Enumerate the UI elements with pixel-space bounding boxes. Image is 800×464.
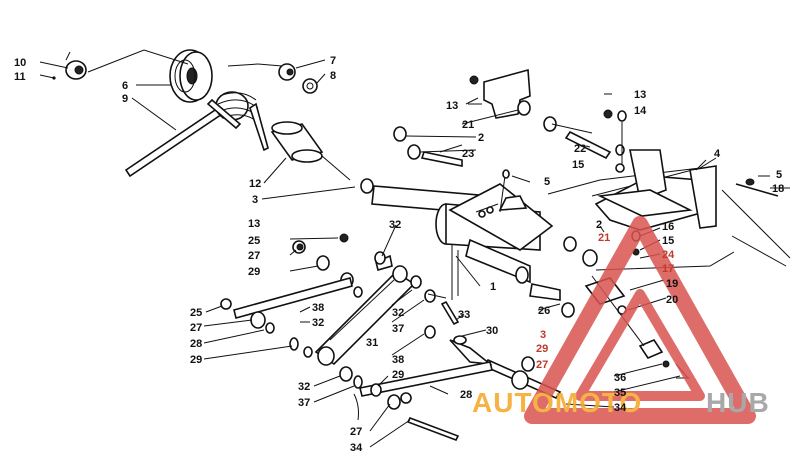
callout-labels: 10 11 6 9 7 8 12 3 13 21 2 23 13 14 22 1… (14, 55, 784, 454)
callout-37: 37 (392, 323, 404, 335)
callout-2-right: 2 (596, 219, 602, 231)
callout-36: 36 (614, 372, 626, 384)
callout-13: 13 (446, 100, 458, 112)
callout-34-right: 34 (614, 402, 627, 414)
callout-5: 5 (544, 176, 550, 188)
callout-25: 25 (248, 235, 260, 247)
callout-12: 12 (249, 178, 261, 190)
callout-25-left: 25 (190, 307, 202, 319)
callout-26: 26 (538, 305, 550, 317)
callout-11: 11 (14, 71, 26, 83)
callout-19: 19 (666, 278, 678, 290)
callout-22: 22 (574, 143, 586, 155)
callout-3-right: 3 (540, 329, 546, 341)
upper-bracket (393, 68, 625, 167)
callout-29-left: 29 (190, 354, 202, 366)
callout-23: 23 (462, 148, 474, 160)
callout-28: 28 (190, 338, 202, 350)
callout-38-center: 38 (392, 354, 404, 366)
callout-27: 27 (248, 250, 260, 262)
torsion-spring (206, 91, 269, 152)
watermark-text-hub: HUB (706, 387, 770, 418)
callout-27-right: 27 (536, 359, 548, 371)
callout-7: 7 (330, 55, 336, 67)
callout-24: 24 (662, 249, 675, 261)
callout-30: 30 (486, 325, 498, 337)
callout-38: 38 (312, 302, 324, 314)
callout-35: 35 (614, 387, 626, 399)
callout-31: 31 (366, 337, 378, 349)
callout-20: 20 (666, 294, 678, 306)
callout-28-lower: 28 (460, 389, 472, 401)
callout-5-right: 5 (776, 169, 782, 181)
callout-4: 4 (714, 148, 721, 160)
callout-34: 34 (350, 442, 363, 454)
left-bearing-assembly (39, 49, 356, 200)
shock-link-group (203, 224, 493, 448)
callout-15: 15 (572, 159, 584, 171)
callout-21-right: 21 (598, 232, 610, 244)
callout-32-lower: 32 (298, 381, 310, 393)
callout-6: 6 (122, 80, 128, 92)
callout-15-right: 15 (662, 235, 674, 247)
callout-29-center: 29 (392, 369, 404, 381)
callout-27-left: 27 (190, 322, 202, 334)
watermark: AUTOMOTO HUB (472, 216, 770, 424)
callout-27-lower: 27 (350, 426, 362, 438)
callout-17: 17 (662, 263, 674, 275)
callout-13-right: 13 (634, 89, 646, 101)
callout-37-lower: 37 (298, 397, 310, 409)
callout-18: 18 (772, 183, 784, 195)
callout-10: 10 (14, 57, 26, 69)
watermark-text-automoto: AUTOMOTO (472, 387, 642, 418)
callout-33: 33 (458, 309, 470, 321)
callout-2: 2 (478, 132, 484, 144)
callout-29: 29 (248, 266, 260, 278)
callout-1: 1 (490, 281, 496, 293)
callout-14: 14 (634, 105, 647, 117)
callout-9: 9 (122, 93, 128, 105)
callout-32: 32 (389, 219, 401, 231)
callout-32-center: 32 (392, 307, 404, 319)
callout-32-left: 32 (312, 317, 324, 329)
right-bracket (594, 93, 791, 271)
callout-29-right: 29 (536, 343, 548, 355)
callout-8: 8 (330, 70, 336, 82)
callout-21: 21 (462, 119, 474, 131)
callout-3: 3 (252, 194, 258, 206)
callout-13-left: 13 (248, 218, 260, 230)
callout-16: 16 (662, 221, 674, 233)
main-crossbeam (360, 157, 717, 300)
